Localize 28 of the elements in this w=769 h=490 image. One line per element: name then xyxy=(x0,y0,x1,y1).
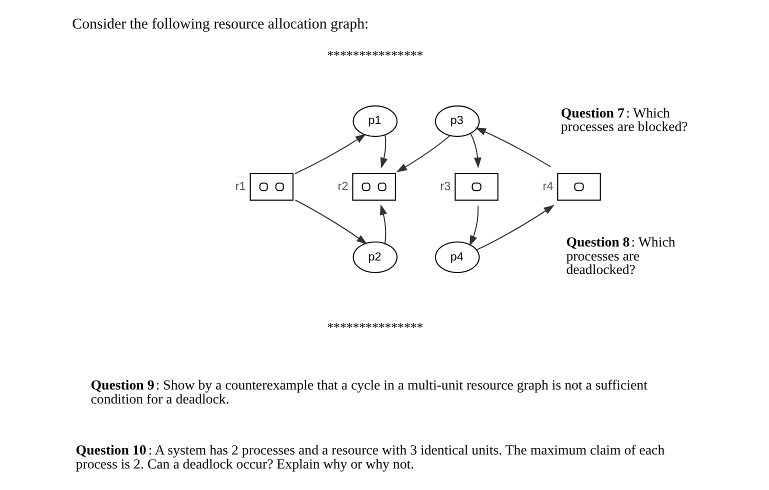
node-ellipse: p3 xyxy=(434,105,480,137)
arrow xyxy=(470,133,482,168)
node-ellipse: p2 xyxy=(352,241,398,274)
node-label: r3 xyxy=(440,180,451,193)
arrow xyxy=(470,206,479,246)
label: Question 10: A system has 2 processes and a resource with 3 identical units. The maximum claim of each process is 2. Can a deadlock occur? Explain why or why not. xyxy=(76,444,665,472)
label: *************** xyxy=(327,48,424,62)
node-box xyxy=(250,172,294,201)
label: *************** xyxy=(327,320,424,335)
arrow xyxy=(396,135,450,172)
node-ellipse: p4 xyxy=(434,241,480,274)
arrow xyxy=(380,204,388,244)
arrow xyxy=(476,204,554,250)
node-box xyxy=(454,172,498,201)
label: Question 8: Which processes are deadlocked? xyxy=(566,235,676,278)
node-box xyxy=(352,172,396,201)
arrow xyxy=(475,128,551,168)
node-box xyxy=(557,172,601,201)
diagram-title: Consider the following resource allocation graph: xyxy=(72,16,369,33)
node-label: r1 xyxy=(235,180,246,193)
arrow xyxy=(380,134,388,168)
label: Question 7: Which processes are blocked? xyxy=(560,106,688,136)
label: Question 9: Show by a counterexample that a cycle in a multi-unit resource graph is not a sufficient condition for a deadlock. xyxy=(90,378,648,408)
node-label: r4 xyxy=(542,180,554,193)
node-label: r2 xyxy=(338,180,348,193)
arrow xyxy=(294,134,366,174)
arrow xyxy=(295,200,368,244)
node-ellipse: p1 xyxy=(352,105,398,137)
